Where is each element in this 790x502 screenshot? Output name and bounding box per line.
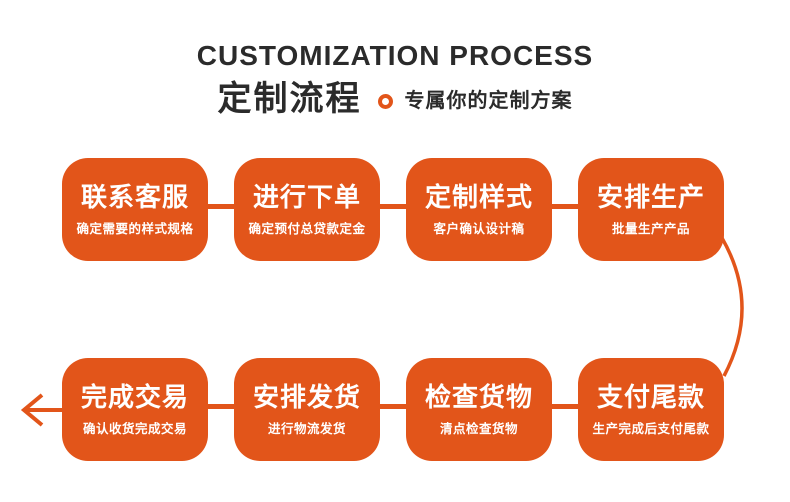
step-title: 安排生产: [596, 181, 705, 212]
flow-curve-connector-icon: [720, 237, 744, 377]
step-complete-transaction: 完成交易 确认收货完成交易: [62, 358, 208, 461]
connector-line: [550, 204, 580, 209]
ring-bullet-icon: [377, 93, 393, 109]
connector-line: [378, 204, 408, 209]
step-title: 支付尾款: [596, 381, 705, 412]
tagline: 专属你的定制方案: [404, 90, 573, 112]
step-desc: 确定需要的样式规格: [76, 221, 194, 236]
connector-line: [206, 404, 236, 409]
page-title-en: CUSTOMIZATION PROCESS: [196, 40, 594, 71]
step-desc: 生产完成后支付尾款: [592, 421, 710, 436]
step-title: 安排发货: [252, 381, 361, 412]
step-arrange-shipping: 安排发货 进行物流发货: [234, 358, 380, 461]
step-inspect-goods: 检查货物 清点检查货物: [406, 358, 552, 461]
step-title: 联系客服: [80, 181, 189, 212]
step-desc: 进行物流发货: [267, 421, 346, 436]
step-place-order: 进行下单 确定预付总贷款定金: [234, 158, 380, 261]
header: CUSTOMIZATION PROCESS 定制流程 专属你的定制方案: [0, 40, 790, 117]
connector-line: [206, 204, 236, 209]
step-title: 检查货物: [424, 381, 533, 412]
step-desc: 清点检查货物: [439, 421, 518, 436]
connector-line: [378, 404, 408, 409]
step-title: 完成交易: [80, 381, 189, 412]
arrow-left-icon: [20, 393, 66, 427]
step-desc: 批量生产产品: [611, 221, 690, 236]
step-arrange-production: 安排生产 批量生产产品: [578, 158, 724, 261]
step-title: 进行下单: [252, 181, 361, 212]
step-desc: 确定预付总贷款定金: [248, 221, 366, 236]
connector-line: [550, 404, 580, 409]
step-contact-service: 联系客服 确定需要的样式规格: [62, 158, 208, 261]
step-desc: 客户确认设计稿: [433, 221, 525, 236]
step-pay-balance: 支付尾款 生产完成后支付尾款: [578, 358, 724, 461]
title-row: 定制流程 专属你的定制方案: [0, 82, 790, 116]
step-custom-style: 定制样式 客户确认设计稿: [406, 158, 552, 261]
step-desc: 确认收货完成交易: [82, 421, 187, 436]
page-title-zh: 定制流程: [217, 80, 362, 118]
step-title: 定制样式: [424, 181, 533, 212]
